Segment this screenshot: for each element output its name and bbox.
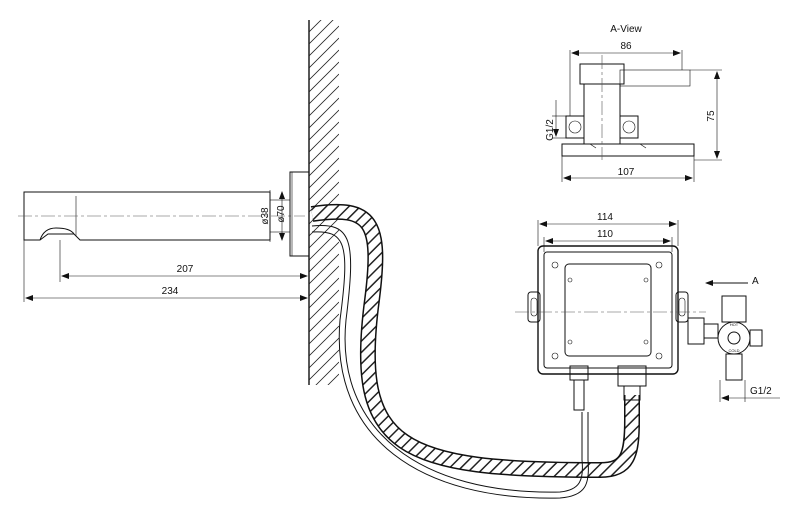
wall-hatch-line (309, 217, 339, 249)
wall-hatch-line (309, 85, 339, 117)
dim-g12-bottom: G1/2 (750, 386, 772, 397)
box-width-dims: 114 110 (537, 212, 679, 252)
wall-hatch-line (309, 337, 339, 369)
wall-hatch-line (327, 373, 339, 385)
wall-hatch-line (309, 229, 339, 261)
hot-label: HOT (730, 322, 739, 327)
dim-107: 107 (618, 167, 635, 178)
dim-g12-top: G1/2 (545, 119, 556, 141)
cold-label: COLD (728, 348, 739, 353)
wall-hatch-line (309, 20, 334, 45)
wall-section (308, 20, 339, 428)
dim-234: 234 (162, 286, 179, 297)
wall-hatch-line (309, 49, 339, 81)
mixing-valve: HOT COLD G1/2 A (687, 276, 780, 402)
dim-110: 110 (597, 229, 613, 240)
wall-hatch-line (309, 109, 339, 141)
wall-hatch-line (309, 61, 339, 93)
wall-hatch-line (309, 253, 339, 285)
wall-hatch-line (309, 325, 339, 357)
wall-hatch-line (309, 121, 339, 153)
spout-diameter-dims: ø38 ø70 (260, 172, 293, 256)
wall-hatch-line (309, 398, 339, 428)
wall-hatch-line (315, 361, 339, 385)
wall-hatch-line (309, 289, 339, 321)
dim-114: 114 (597, 212, 613, 223)
a-view-title: A-View (610, 24, 642, 35)
braided-hose (310, 203, 640, 479)
dim-phi38: ø38 (260, 207, 271, 225)
wall-hatch-line (309, 20, 322, 33)
wall-hatch-line (309, 301, 339, 333)
wall-hatch-line (309, 313, 339, 345)
wall-hatch-line (309, 20, 310, 21)
wall-hatch-line (309, 157, 339, 189)
wall-hatch-line (309, 277, 339, 309)
a-view: A-View 86 75 107 G1/2 (545, 24, 722, 182)
arrow-a-label: A (752, 276, 759, 287)
wall-hatch-line (309, 265, 339, 297)
wall-hatch-line (309, 25, 339, 57)
dim-75: 75 (706, 110, 717, 122)
wall-hatch-line (309, 386, 339, 416)
sensor-cable (311, 224, 589, 499)
spout-length-dims: 207 234 (23, 240, 310, 302)
wall-hatch-line (309, 241, 339, 273)
wall-hatch-line (309, 349, 339, 381)
wall-hatch-line (309, 37, 339, 69)
dim-207: 207 (177, 264, 194, 275)
wall-hatch-line (309, 97, 339, 129)
wall-hatch-line (309, 73, 339, 105)
wall-hatch-line (309, 145, 339, 177)
dim-phi70: ø70 (276, 205, 287, 223)
wall-hatch-line (309, 169, 339, 201)
wall-hatch-line (309, 133, 339, 165)
control-box (515, 245, 706, 411)
dim-86: 86 (620, 41, 632, 52)
